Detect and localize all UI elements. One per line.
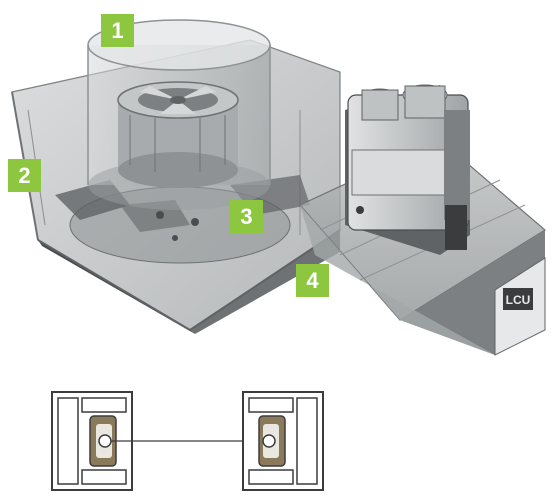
module-badge: LCU xyxy=(506,293,531,307)
callout-2: 2 xyxy=(8,159,41,192)
callout-1: 1 xyxy=(101,14,134,47)
profile-right xyxy=(242,391,324,491)
cross-section-detail xyxy=(51,391,324,491)
callout-3: 3 xyxy=(230,200,263,233)
actuator-module xyxy=(345,84,470,255)
callout-4: 4 xyxy=(296,264,329,297)
impeller xyxy=(117,81,239,188)
